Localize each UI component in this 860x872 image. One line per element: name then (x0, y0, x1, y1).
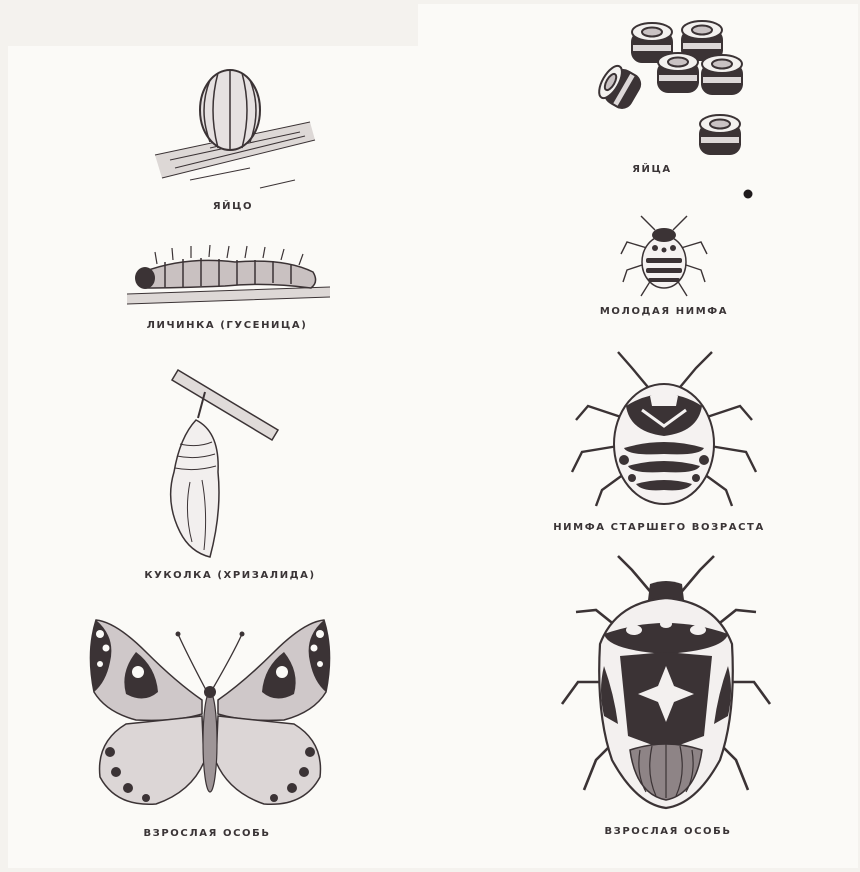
adult-shield-bug-illustration (556, 554, 776, 812)
butterfly-egg-illustration (150, 60, 320, 200)
adult-butterfly-label: ВЗРОСЛАЯ ОСОБЬ (143, 828, 270, 839)
ink-speck (742, 188, 754, 200)
bug-eggs-illustration (590, 18, 750, 160)
caterpillar-illustration (125, 232, 335, 312)
bug-eggs-label: ЯЙЦА (632, 164, 672, 175)
young-nymph-label: МОЛОДАЯ НИМФА (600, 306, 728, 317)
chrysalis-label: КУКОЛКА (ХРИЗАЛИДА) (144, 570, 315, 581)
butterfly-egg-label: ЯЙЦО (213, 201, 253, 212)
young-nymph-illustration (615, 212, 715, 304)
older-nymph-illustration (566, 348, 762, 510)
adult-butterfly-illustration (86, 612, 334, 817)
caterpillar-label: ЛИЧИНКА (ГУСЕНИЦА) (147, 320, 308, 331)
adult-bug-label: ВЗРОСЛАЯ ОСОБЬ (604, 826, 731, 837)
chrysalis-illustration (150, 362, 290, 567)
older-nymph-label: НИМФА СТАРШЕГО ВОЗРАСТА (553, 522, 765, 533)
